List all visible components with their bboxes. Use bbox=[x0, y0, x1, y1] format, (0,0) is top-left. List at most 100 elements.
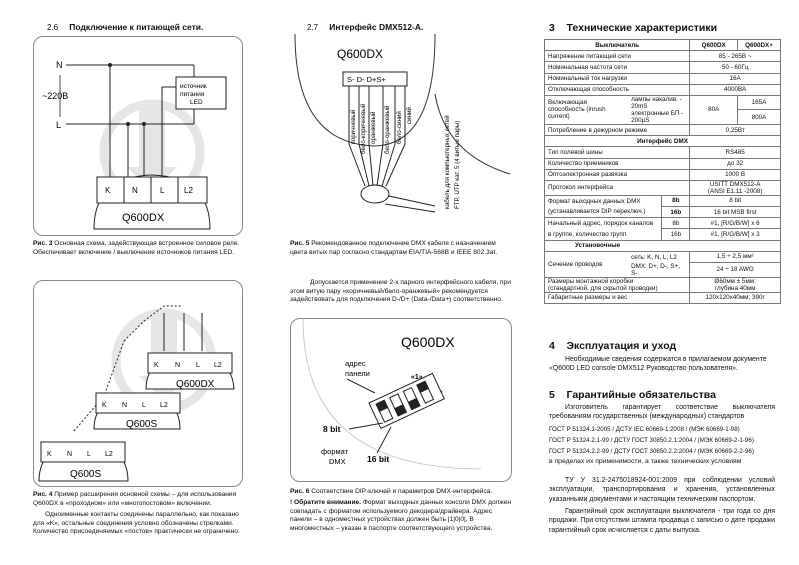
d2-n: N bbox=[122, 402, 127, 409]
table-header: Q600DX bbox=[689, 38, 739, 52]
fig4-caption: Рис. 4 Пример расширения основной схемы … bbox=[33, 491, 245, 508]
protocol-line-2: (ANSI E1.11 -2008) bbox=[707, 187, 763, 195]
d1-label: Q600DX bbox=[176, 379, 215, 390]
table-cell: 1,5 ÷ 2,5 мм² bbox=[689, 250, 781, 264]
box-size-line-1: Размеры монтажной коробки bbox=[548, 277, 634, 285]
fig3-diagram: N ~220B L источник питания LED K N L L2 … bbox=[33, 36, 243, 236]
table-cell: до 32 bbox=[689, 157, 781, 170]
d3-n: N bbox=[67, 451, 72, 458]
section-5-tu: ТУ У 31.2-2475018924-001:2009 при соблюд… bbox=[549, 477, 775, 503]
table-cell: Количество приемников bbox=[543, 157, 691, 170]
table-cell: 8 bit bbox=[689, 194, 781, 208]
d1-l2: L2 bbox=[214, 362, 222, 369]
fig4-diagram: K N L L2 Q600DX K N L L2 Q600S K N L L2 … bbox=[33, 280, 243, 487]
fig5-device: Q600DX bbox=[337, 47, 383, 61]
fig6-device: Q600DX bbox=[401, 334, 455, 350]
table-cell: 16b bbox=[661, 206, 691, 219]
d2-label: Q600S bbox=[126, 419, 157, 430]
standards-list: ГОСТ Р 51324.1-2005 / ДСТУ IEC 60669-1:2… bbox=[549, 425, 779, 468]
table-cell: Отключающая способность bbox=[543, 83, 691, 96]
table-header: Q600DX+ bbox=[737, 38, 781, 52]
addr-label-1: адрес bbox=[345, 359, 366, 368]
box-size-value-1: Ø60мм ± 5мм; bbox=[714, 277, 756, 285]
n-label: N bbox=[56, 60, 63, 70]
dip-one: «1» bbox=[411, 374, 423, 381]
table-cell: 1000 В bbox=[689, 168, 781, 181]
wire-3: оранжевый bbox=[370, 111, 377, 144]
terminal-l: L bbox=[160, 186, 165, 195]
section-2-6-heading: 2.6 Подключение к питающей сети. bbox=[47, 22, 203, 32]
paragraph-two-pair-cable: Допускается применение 2-х парного интер… bbox=[290, 279, 511, 304]
table-cell: 50 - 60Гц bbox=[689, 61, 781, 74]
fig5-caption: Рис. 5 Рекомендованное подключение DMX к… bbox=[290, 240, 510, 257]
d1-n: N bbox=[175, 362, 180, 369]
table-cell: 16b bbox=[661, 228, 691, 241]
section-title: Интерфейс DMX512-A. bbox=[329, 22, 424, 32]
table-row: DMX: D+, D-, S+, S-24 ÷ 18 AWG bbox=[545, 262, 781, 278]
fig4-text: Одноименные контакты соединены параллель… bbox=[33, 511, 240, 536]
source-label-2: питания bbox=[180, 91, 205, 98]
table-cell: 80А bbox=[689, 94, 739, 125]
section-title: Гарантийные обязательства bbox=[566, 389, 716, 401]
table-cell: 16 bit MSB first bbox=[689, 206, 781, 219]
section-number: 3 bbox=[549, 22, 555, 34]
section-number: 2.7 bbox=[307, 23, 319, 32]
section-number: 5 bbox=[549, 389, 555, 401]
protocol-line-1: USITT DMX512-A bbox=[709, 180, 761, 188]
section-4-text: Необходимые сведения содержатся в прилаг… bbox=[549, 356, 767, 373]
fig3-caption-label: Рис. 3 bbox=[33, 240, 53, 247]
table-cell: (устанавливается DIP переключ.) bbox=[543, 206, 663, 219]
table-cell: Номинальная частота сети bbox=[543, 61, 691, 74]
fig4-schematic: K N L L2 Q600DX K N L L2 Q600S K N L L2 … bbox=[38, 305, 235, 482]
table-cell: Номинальный ток нагрузки bbox=[543, 72, 691, 85]
dmx-note-text: Формат выходных данных консоли DMX долже… bbox=[290, 499, 512, 532]
table-cell: #1, [R/G/B/W] x 3 bbox=[689, 228, 781, 241]
d2-k: K bbox=[102, 402, 107, 409]
fmt-label-1: формат bbox=[321, 447, 349, 456]
table-cell: 24 ÷ 18 AWG bbox=[689, 262, 781, 278]
table-cell: #1, [R/G/B/W] x 6 bbox=[689, 217, 781, 230]
d3-l2: L2 bbox=[105, 451, 113, 458]
table-cell: RS485 bbox=[689, 146, 781, 159]
box-size-line-2: (стандартной, для скрытой проводки) bbox=[548, 284, 658, 292]
d1-l: L bbox=[196, 362, 200, 369]
bit8-label: 8 bit bbox=[323, 424, 341, 434]
section-5-intro: Изготовитель гарантирует соответствие вы… bbox=[549, 404, 775, 421]
d3-label: Q600S bbox=[70, 469, 101, 480]
standard-item: ГОСТ Р 51324.2.2-99 / ДСТУ ГОСТ 30850.2.… bbox=[549, 447, 754, 455]
bit16-label: 16 bit bbox=[367, 454, 389, 464]
table-cell: в группе, количество групп bbox=[543, 228, 663, 241]
fig5-diagram: Q600DX S- D- D+S+ коричневый бело-коричн… bbox=[285, 33, 515, 236]
table-cell: 4000ВА bbox=[689, 83, 781, 96]
fmt-label-2: DMX bbox=[329, 457, 346, 466]
table-cell: 120х120х40мм; 390г bbox=[689, 291, 781, 304]
table-cell: 0,25Вт bbox=[689, 123, 781, 137]
wire-2: бело-коричневый bbox=[360, 103, 367, 154]
device-label: Q600DX bbox=[122, 212, 165, 224]
table-cell: Габаритные размеры и вес bbox=[543, 291, 691, 304]
table-cell: 8b bbox=[661, 194, 691, 208]
table-row: Установочные bbox=[544, 239, 781, 252]
table-cell: 800А bbox=[737, 109, 781, 125]
section-number: 4 bbox=[549, 340, 555, 352]
table-cell: сеть: K, N, L, L2 bbox=[628, 250, 691, 263]
standard-item: в пределах их применимости, а также техн… bbox=[549, 458, 742, 466]
section-number: 2.6 bbox=[47, 23, 59, 32]
fig6-caption: Рис. 6 Соответствие DIP-ключей и парамет… bbox=[290, 488, 512, 497]
dip-switch-block bbox=[368, 372, 445, 430]
d2-l2: L2 bbox=[160, 402, 168, 409]
section-title: Технические характеристики bbox=[566, 22, 718, 34]
table-cell: Тип полевой шины bbox=[543, 146, 691, 159]
source-label-3: LED bbox=[190, 99, 203, 106]
